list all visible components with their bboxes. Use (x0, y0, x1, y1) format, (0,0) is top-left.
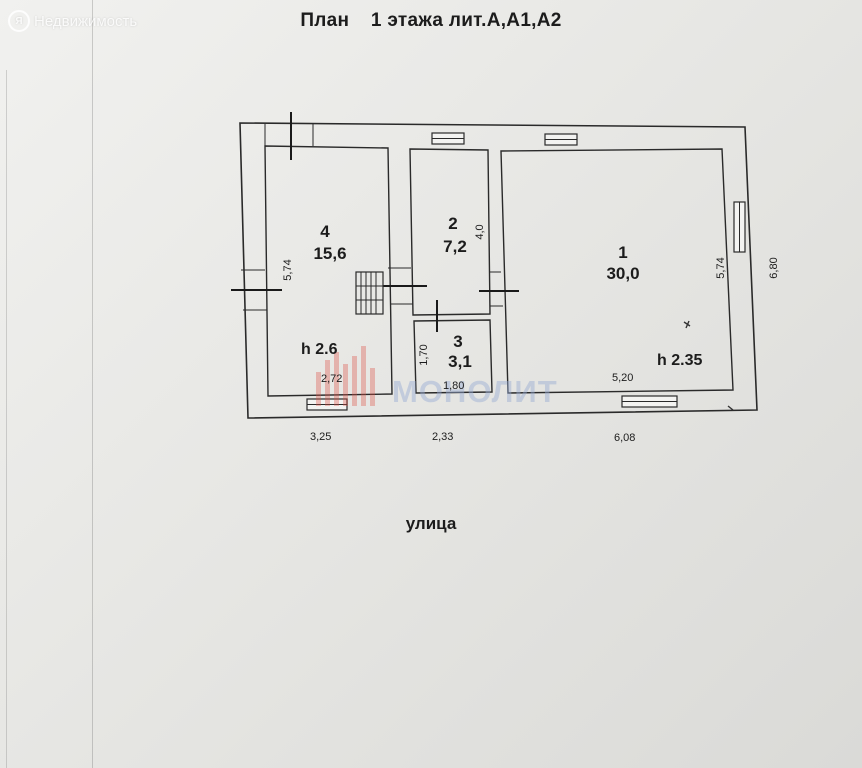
room-2-number: 2 (448, 214, 458, 233)
room-1-outline (500, 148, 734, 394)
ceiling-height-left: h 2.6 (301, 341, 338, 358)
paper-edge-line (6, 70, 7, 768)
ceiling-height-right: h 2.35 (657, 352, 703, 369)
watermark-bars-icon (316, 346, 375, 406)
dim-outer-height: 6,80 (768, 257, 780, 279)
window-right-room1 (733, 201, 746, 253)
dim-room1-width: 5,20 (612, 372, 634, 384)
room-3-outline (413, 319, 493, 394)
room-2-area: 7,2 (443, 237, 467, 256)
street-label: улица (405, 514, 457, 533)
dim-room4-height: 5,74 (282, 259, 294, 281)
room-1-area: 30,0 (606, 264, 640, 283)
room-4-outline (264, 145, 393, 397)
room-4-number: 4 (320, 222, 330, 241)
window-top-room1 (544, 133, 578, 146)
plan-title: План 1 этажа лит.А,А1,А2 (0, 10, 862, 32)
dim-room3-width: 1,80 (443, 380, 465, 392)
stairs-icon (355, 271, 384, 315)
room-1-number: 1 (618, 243, 628, 262)
room-3-number: 3 (453, 332, 463, 351)
dim-room3-height: 1,70 (418, 344, 430, 366)
plan-title-floor: 1 этажа лит.А,А1,А2 (370, 10, 562, 31)
watermark-brand-text: Недвижимость (34, 12, 138, 30)
window-top-room2 (431, 132, 465, 145)
watermark-logo-icon: Я (8, 10, 30, 32)
outer-wall-outline (239, 122, 758, 419)
room-3-area: 3,1 (448, 352, 472, 371)
dim-bottom-middle: 2,33 (432, 431, 454, 443)
window-bottom-room1 (621, 395, 678, 408)
watermark-center-text: МОНОЛИТ (392, 374, 558, 409)
dim-room1-height: 5,74 (715, 257, 727, 279)
paper-margin-line (92, 0, 93, 768)
dim-room2-height: 4,0 (474, 224, 486, 240)
watermark-brand: Я Недвижимость (8, 10, 137, 32)
plan-title-word: План (300, 10, 350, 31)
dim-bottom-left: 3,25 (310, 431, 332, 443)
room-4-area: 15,6 (313, 244, 347, 263)
ink-mark (683, 320, 691, 329)
room-2-outline (409, 148, 491, 316)
dim-bottom-right: 6,08 (614, 432, 636, 444)
dim-room4-width: 2,72 (321, 373, 343, 385)
window-bottom-room4 (306, 398, 348, 411)
ink-mark (727, 405, 734, 411)
